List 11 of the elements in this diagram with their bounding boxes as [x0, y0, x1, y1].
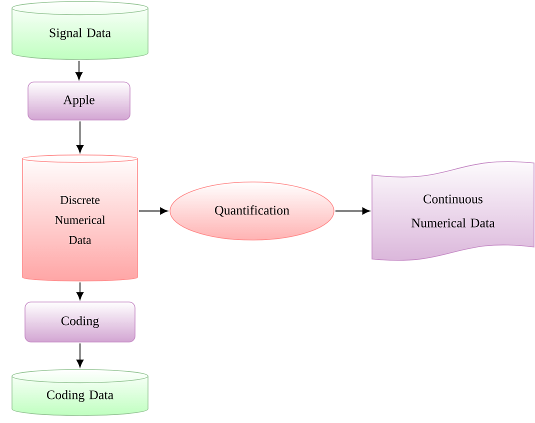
arrow [138, 207, 168, 215]
process-box: Apple [28, 82, 130, 120]
storage-cylinder: Signal Data [12, 1, 148, 60]
storage-cylinder: Coding Data [12, 369, 148, 416]
arrow [334, 207, 370, 215]
arrow [76, 282, 84, 300]
storage-cylinder: Discrete Numerical Data [22, 154, 138, 282]
arrow [76, 120, 84, 153]
arrow [76, 342, 84, 368]
arrow [75, 60, 83, 80]
process-box: Coding [24, 302, 136, 342]
